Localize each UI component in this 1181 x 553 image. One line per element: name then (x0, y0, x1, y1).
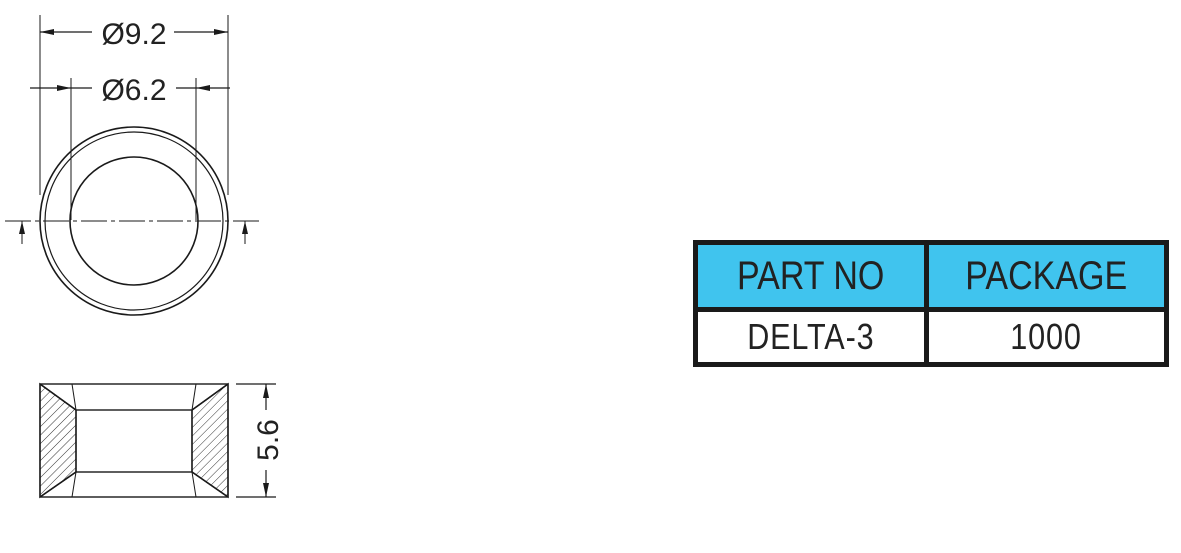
section-hatch-left (39, 382, 77, 499)
part-table: PART NO PACKAGE DELTA-3 1000 (693, 240, 1170, 367)
height-dimension (236, 383, 276, 498)
cell-part-no: DELTA-3 (693, 307, 929, 367)
table-row: DELTA-3 1000 (693, 307, 1170, 367)
inner-diameter-label: Ø6.2 (101, 74, 166, 107)
top-view (5, 15, 262, 316)
height-label: 5.6 (252, 419, 285, 461)
outer-diameter-label: Ø9.2 (101, 18, 166, 51)
table-header-row: PART NO PACKAGE (693, 240, 1170, 312)
header-package: PACKAGE (923, 240, 1170, 312)
header-part-no: PART NO (693, 240, 929, 312)
section-hatch-right (191, 382, 229, 499)
side-view-section (39, 382, 229, 499)
cell-package: 1000 (923, 307, 1170, 367)
